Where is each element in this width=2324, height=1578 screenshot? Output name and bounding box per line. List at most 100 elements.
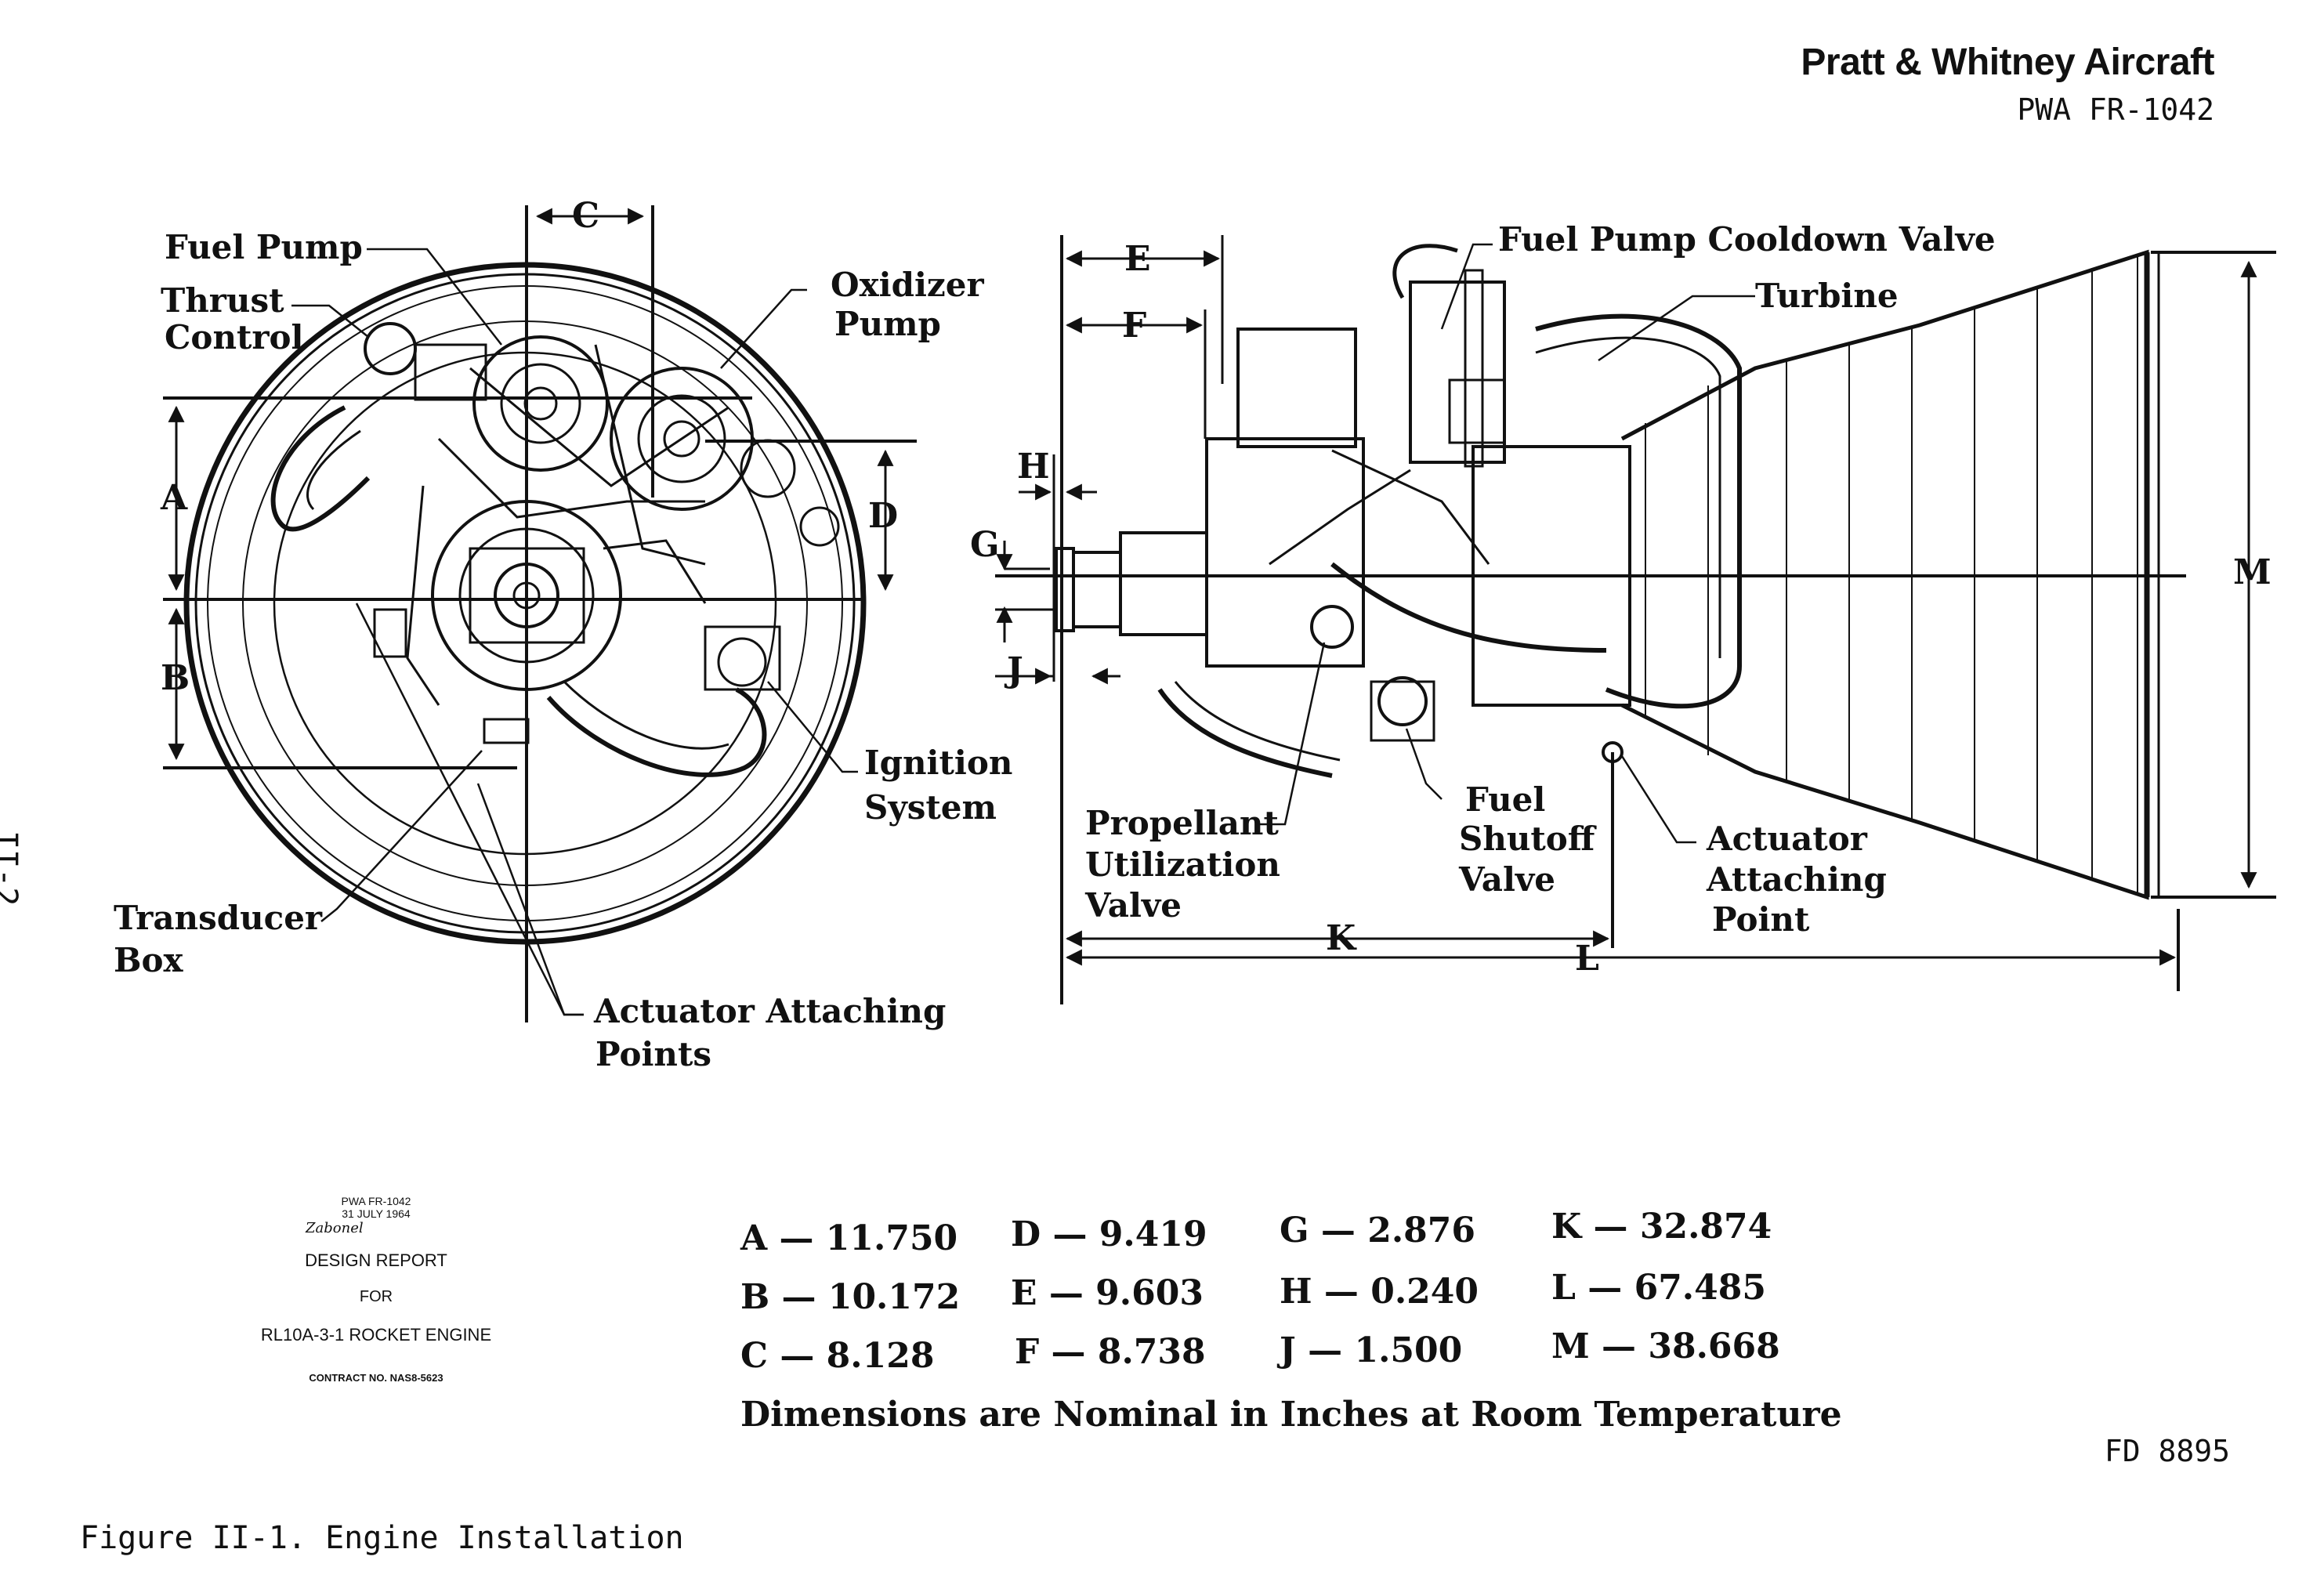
stamp-contract: CONTRACT NO. NAS8-5623 <box>309 1372 443 1384</box>
stamp-title: DESIGN REPORT <box>305 1250 447 1270</box>
oxidizer-inlet-flange <box>1072 551 1122 628</box>
stamp-for: FOR <box>359 1288 393 1305</box>
document-number: PWA FR-1042 <box>2017 92 2214 127</box>
label-transducer-box-2: Box <box>114 941 184 979</box>
dimension-table: A — 11.750 B — 10.172 C — 8.128 D — 9.41… <box>740 1203 1780 1376</box>
label-actuator-point-2: Attaching <box>1706 860 1887 899</box>
lower-fuel-line-2 <box>1174 681 1341 762</box>
label-transducer-box-1: Transducer <box>114 899 323 937</box>
dimension-entry: G — 2.876 <box>1280 1211 1475 1250</box>
side-view <box>995 235 2276 1004</box>
ignition-unit <box>717 637 767 687</box>
piping-5 <box>603 539 707 604</box>
oxidizer-pump-housing <box>610 367 754 511</box>
dim-letter-g: G <box>970 525 1000 565</box>
transducer-box-2 <box>373 608 407 658</box>
label-propellant-valve-3: Valve <box>1084 886 1182 925</box>
fuel-duct-left-inner <box>306 429 361 511</box>
dimension-entry: J — 1.500 <box>1280 1330 1463 1370</box>
fuel-pump-housing <box>472 335 609 472</box>
piping-1 <box>469 367 729 487</box>
dimension-entry: D — 9.419 <box>1011 1214 1207 1254</box>
leader-actuator-points-b <box>476 783 584 1016</box>
turbine-flange <box>1464 269 1484 468</box>
leader-oxidizer-pump <box>720 288 807 369</box>
label-actuator-points-1: Actuator Attaching <box>593 992 946 1030</box>
turbine-housing <box>1409 280 1506 464</box>
label-fuel-pump-cooldown-valve: Fuel Pump Cooldown Valve <box>1498 220 1996 259</box>
fuel-pump-cooldown-duct <box>1392 244 1458 299</box>
label-fuel-pump: Fuel Pump <box>165 228 363 266</box>
dim-letter-k: K <box>1326 918 1357 958</box>
label-actuator-points-2: Points <box>595 1035 711 1073</box>
label-ignition-system-2: System <box>864 788 997 827</box>
leader-propellant-valve <box>1258 642 1326 826</box>
label-oxidizer-pump-1: Oxidizer <box>831 266 984 304</box>
leader-ignition-system <box>767 681 858 773</box>
dim-letter-e: E <box>1124 239 1151 279</box>
label-thrust-control-2: Control <box>165 318 303 356</box>
stamp-doc-number: PWA FR-1042 <box>341 1195 411 1207</box>
design-report-stamp: PWA FR-1042 31 JULY 1964 Zabonel DESIGN … <box>235 1195 517 1384</box>
brand-header: Pratt & Whitney Aircraft <box>1801 42 2214 83</box>
label-turbine: Turbine <box>1755 277 1899 315</box>
dim-letter-f: F <box>1122 306 1146 346</box>
turbine-exhaust-duct-side-inner <box>1535 336 1721 658</box>
dimension-entry: K — 32.874 <box>1551 1207 1772 1247</box>
label-actuator-point-3: Point <box>1712 900 1810 939</box>
piping-4 <box>406 485 440 706</box>
transducer-box <box>483 718 530 744</box>
dim-letter-j: J <box>1004 650 1023 690</box>
dimension-entry: F — 8.738 <box>1015 1332 1206 1372</box>
fuel-pump-hub <box>523 386 558 421</box>
lower-fuel-line <box>1157 688 1333 778</box>
piping-3 <box>594 344 706 566</box>
fuel-duct-left <box>270 405 371 532</box>
leader-thrust-control <box>291 304 369 338</box>
leader-turbine <box>1598 295 1755 362</box>
piping-2 <box>437 437 705 519</box>
figure-caption: Figure II-1. Engine Installation <box>80 1520 684 1556</box>
mounting-interface <box>1055 547 1075 632</box>
stamp-engine: RL10A-3-1 ROCKET ENGINE <box>260 1325 492 1345</box>
dim-letter-m: M <box>2233 552 2272 592</box>
drawing-number: FD 8895 <box>2104 1434 2230 1468</box>
turbine-exhaust-duct-side <box>1535 313 1742 709</box>
leader-actuator-points-a <box>355 603 584 1016</box>
pu-valve-body <box>1310 605 1354 649</box>
dim-letter-d: D <box>868 496 898 536</box>
oxidizer-inlet-housing <box>1119 531 1208 636</box>
fuel-shutoff-valve-bracket <box>1370 680 1435 742</box>
stamp-date: 31 JULY 1964 <box>342 1207 411 1220</box>
end-view <box>163 205 917 1022</box>
label-fuel-shutoff-1: Fuel <box>1465 780 1545 819</box>
dim-letter-h: H <box>1017 447 1050 487</box>
oxidizer-pump-inner <box>637 394 726 483</box>
leader-transducer-box <box>320 750 483 922</box>
label-fuel-shutoff-3: Valve <box>1458 860 1555 899</box>
dimension-entry: M — 38.668 <box>1551 1326 1780 1366</box>
dim-letter-a: A <box>160 478 188 518</box>
oxidizer-port <box>740 439 796 498</box>
label-propellant-valve-2: Utilization <box>1085 845 1280 884</box>
dimension-entry: A — 11.750 <box>740 1218 958 1258</box>
fuel-pump-side <box>1236 328 1357 448</box>
label-propellant-valve-1: Propellant <box>1085 804 1279 842</box>
fuel-pump-housing-inner <box>500 363 581 444</box>
label-ignition-system-1: Ignition <box>864 744 1012 782</box>
dimension-entry: E — 9.603 <box>1011 1273 1204 1313</box>
thrust-control-valve <box>364 322 417 375</box>
dimension-entry: B — 10.172 <box>740 1277 961 1317</box>
cooldown-valve-body <box>1448 378 1506 444</box>
label-actuator-point-1: Actuator <box>1706 820 1868 858</box>
leader-actuator-point <box>1620 755 1696 844</box>
leader-cooldown-valve <box>1440 243 1493 330</box>
leader-fuel-pump <box>367 248 502 346</box>
dimension-entry: L — 67.485 <box>1551 1268 1766 1308</box>
dim-letter-l: L <box>1575 939 1599 979</box>
turbine-exhaust-duct <box>546 687 767 777</box>
label-fuel-shutoff-2: Shutoff <box>1459 820 1597 858</box>
oxidizer-pump-hub <box>663 420 700 458</box>
